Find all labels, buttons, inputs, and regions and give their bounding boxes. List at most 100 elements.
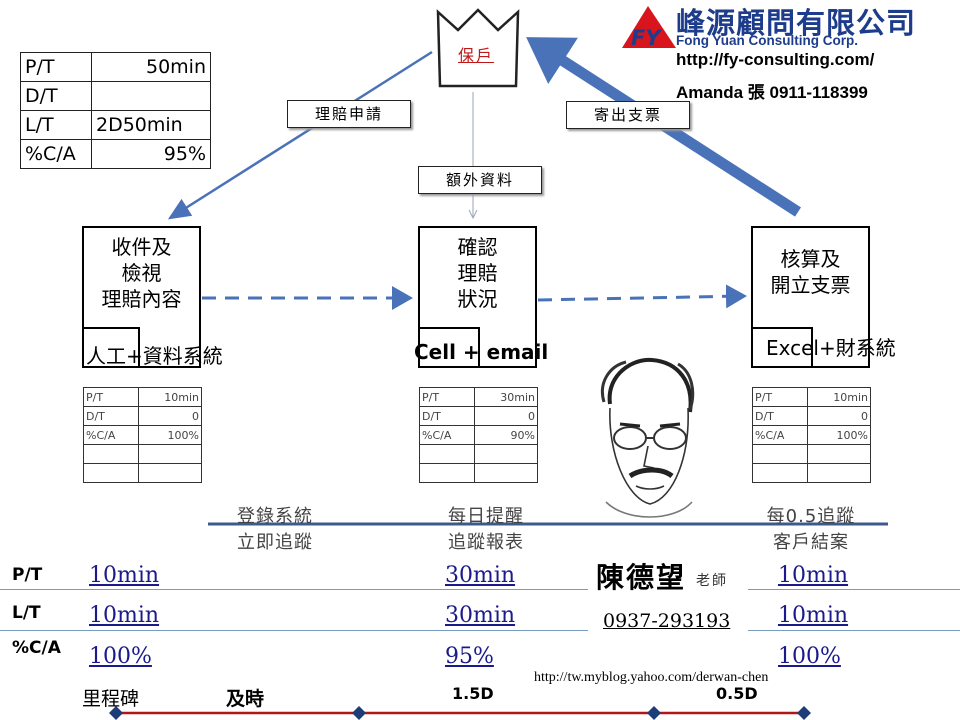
- claim-request-label: 理賠申請: [287, 100, 411, 128]
- improvement-3-line1: 每0.5追蹤: [766, 506, 856, 527]
- improvement-2-line2: 追蹤報表: [448, 532, 524, 553]
- metric-value: 10min: [807, 387, 871, 407]
- metric-value: 0: [807, 406, 871, 426]
- future-label-lt: L/T: [12, 603, 41, 623]
- milestone-diamond-1: [109, 706, 123, 720]
- future-pt-3: 10min: [778, 563, 849, 588]
- company-name-en: Fong Yuan Consulting Corp.: [676, 33, 858, 48]
- improvement-3-line2: 客戶結案: [773, 532, 849, 553]
- company-name-zh: 峰源顧問有限公司: [676, 6, 917, 40]
- improvement-1-line1: 登錄系統: [237, 506, 313, 527]
- milestone-diamond-2: [352, 706, 366, 720]
- process-2-tool-box: [418, 327, 480, 368]
- future-label-pt: P/T: [12, 565, 43, 585]
- customer-label: 保戶: [458, 46, 495, 65]
- process-1-line: 理賠內容: [101, 287, 182, 311]
- metric-key: %C/A: [83, 425, 139, 445]
- instructor-blog[interactable]: http://tw.myblog.yahoo.com/derwan-chen: [534, 670, 769, 685]
- improvement-2-line1: 每日提醒: [448, 506, 524, 527]
- metric-value: 0: [474, 406, 538, 426]
- process-3-tool: Excel+財系統: [766, 336, 896, 360]
- process-1-tool-box: [82, 327, 140, 368]
- metric-key: %C/A: [419, 425, 475, 445]
- metric-value: 0: [138, 406, 202, 426]
- metric-key: P/T: [419, 387, 475, 407]
- milestone-label: 里程碑: [82, 688, 140, 710]
- company-contact: Amanda 張 0911-118399: [676, 83, 868, 102]
- instructor-name: 陳德望: [596, 561, 687, 594]
- process-2-tool: Cell + email: [414, 340, 549, 364]
- metric-key: D/T: [752, 406, 808, 426]
- milestone-diamond-4: [797, 706, 811, 720]
- send-check-label: 寄出支票: [566, 101, 690, 129]
- metrics-divider: [0, 630, 960, 631]
- summary-row: D/T: [20, 81, 211, 111]
- company-logo-text: FY: [631, 26, 662, 50]
- improvement-1-line2: 立即追蹤: [237, 532, 313, 553]
- metric-value: 100%: [138, 425, 202, 445]
- improvement-note-2: 每日提醒 追蹤報表: [427, 504, 545, 556]
- process-2-line: 理賠: [457, 261, 498, 285]
- summary-value: 2D50min: [91, 110, 211, 140]
- metrics-divider: [0, 589, 960, 590]
- company-logo: FY: [622, 6, 676, 50]
- summary-key: P/T: [20, 52, 92, 82]
- milestone-item-3: 0.5D: [716, 684, 758, 703]
- summary-key: %C/A: [20, 139, 92, 169]
- summary-value: 95%: [91, 139, 211, 169]
- process-2-line: 確認: [457, 235, 498, 259]
- future-ca-3: 100%: [778, 644, 841, 669]
- metric-value: 100%: [807, 425, 871, 445]
- process-1-line: 收件及: [111, 235, 172, 259]
- future-pt-2: 30min: [445, 563, 516, 588]
- summary-value: 50min: [91, 52, 211, 82]
- metric-key: P/T: [752, 387, 808, 407]
- metric-key: P/T: [83, 387, 139, 407]
- process-3-line: 開立支票: [770, 273, 851, 297]
- improvement-note-1: 登錄系統 立即追蹤: [216, 504, 334, 556]
- metric-value: 30min: [474, 387, 538, 407]
- company-url[interactable]: http://fy-consulting.com/: [676, 50, 875, 69]
- metric-key: %C/A: [752, 425, 808, 445]
- summary-value: [91, 81, 211, 111]
- improvement-note-3: 每0.5追蹤 客戶結案: [752, 504, 870, 556]
- process-2-line: 狀況: [457, 287, 498, 311]
- process-1-line: 檢視: [121, 261, 162, 285]
- future-pt-1: 10min: [89, 563, 160, 588]
- milestone-diamond-3: [647, 706, 661, 720]
- future-lt-2: 30min: [445, 603, 516, 628]
- customer-icon: [436, 8, 520, 88]
- instructor-phone: 0937-293193: [603, 610, 731, 632]
- process-3-tool-box: [751, 327, 813, 368]
- milestone-item-1: 及時: [226, 688, 265, 710]
- process-3-line: 核算及: [780, 247, 841, 271]
- summary-key: D/T: [20, 81, 92, 111]
- future-ca-2: 95%: [445, 644, 494, 669]
- flow-arrow-2-3: [537, 284, 747, 309]
- future-label-ca: %C/A: [12, 638, 61, 658]
- send-check-arrow: [526, 37, 801, 217]
- future-ca-1: 100%: [89, 644, 152, 669]
- instructor-portrait: [601, 357, 695, 518]
- metric-value: 10min: [138, 387, 202, 407]
- future-lt-1: 10min: [89, 603, 160, 628]
- process-1-tool: 人工+資料系統: [86, 344, 223, 368]
- milestone-item-2: 1.5D: [452, 684, 494, 703]
- extra-info-label: 額外資料: [418, 166, 542, 194]
- instructor-title: 老師: [696, 573, 728, 589]
- summary-key: L/T: [20, 110, 92, 140]
- metric-value: 90%: [474, 425, 538, 445]
- claim-request-arrow: [167, 50, 433, 220]
- instructor-card: [588, 548, 748, 642]
- future-lt-3: 10min: [778, 603, 849, 628]
- metric-key: D/T: [419, 406, 475, 426]
- metric-key: D/T: [83, 406, 139, 426]
